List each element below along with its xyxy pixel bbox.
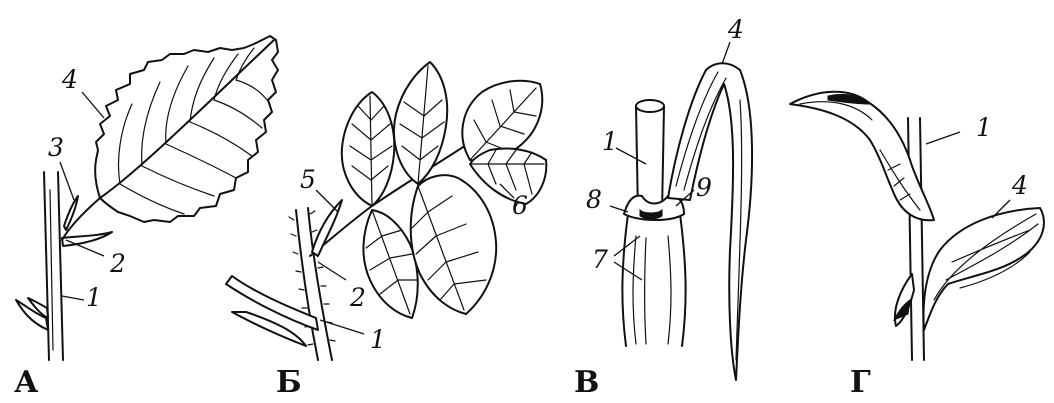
panel-v-drawing — [622, 63, 752, 380]
panel-v-label-8: 8 — [586, 185, 602, 214]
panel-a: 1 2 3 4 А — [14, 36, 278, 400]
panel-a-label-1: 1 — [86, 283, 102, 312]
panel-b: 5 6 2 1 Б — [226, 62, 546, 400]
panel-g: 1 4 Г — [790, 92, 1044, 400]
panel-b-label-2: 2 — [349, 283, 366, 312]
panel-g-letter: Г — [850, 365, 871, 400]
panel-g-label-4: 4 — [1011, 171, 1028, 200]
panel-v-label-1: 1 — [602, 127, 618, 156]
panel-v-label-7: 7 — [592, 245, 608, 274]
panel-g-label-1: 1 — [976, 113, 992, 142]
panel-v-letter: В — [574, 365, 599, 400]
panel-b-drawing — [226, 62, 546, 360]
panel-g-leaders — [926, 132, 1010, 218]
panel-b-letter: Б — [276, 365, 302, 400]
panel-a-label-4: 4 — [61, 65, 78, 94]
panel-a-leaders — [60, 92, 104, 300]
panel-a-label-3: 3 — [48, 133, 64, 162]
panel-a-letter: А — [14, 365, 39, 400]
panel-b-label-5: 5 — [300, 165, 316, 194]
panel-a-label-2: 2 — [109, 249, 126, 278]
panel-b-label-6: 6 — [512, 191, 528, 220]
panel-v-label-9: 9 — [696, 173, 712, 202]
panel-b-label-1: 1 — [370, 325, 386, 354]
panel-v: 1 4 8 9 7 В — [574, 15, 752, 400]
panel-v-label-4: 4 — [727, 15, 744, 44]
panel-g-drawing — [790, 92, 1044, 360]
